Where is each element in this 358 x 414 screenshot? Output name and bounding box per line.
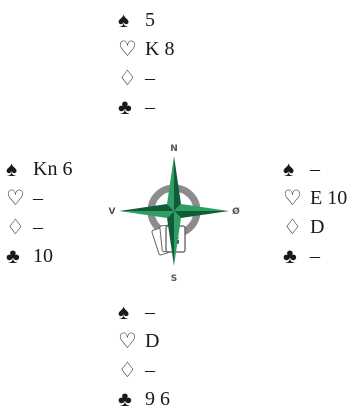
diamond-icon: ♢ <box>118 356 139 385</box>
south-clubs: 9 6 <box>139 385 170 414</box>
compass-south-label: S <box>171 274 177 284</box>
north-clubs-row: ♣ – <box>118 93 174 122</box>
north-hearts: K 8 <box>139 35 174 64</box>
card-stack-icon: G <box>151 224 185 255</box>
west-clubs: 10 <box>27 242 53 271</box>
hand-north: ♠ 5 ♡ K 8 ♢ – ♣ – <box>118 6 174 122</box>
south-diamonds: – <box>139 356 155 385</box>
north-clubs: – <box>139 93 155 122</box>
compass-rose: G N S V Ø <box>105 140 243 290</box>
east-diamonds: D <box>304 213 324 242</box>
south-hearts: D <box>139 327 159 356</box>
south-clubs-row: ♣ 9 6 <box>118 385 170 414</box>
hand-south: ♠ – ♡ D ♢ – ♣ 9 6 <box>118 298 170 414</box>
compass-north-label: N <box>170 144 178 154</box>
compass-west-label: V <box>109 207 116 217</box>
compass-east-label: Ø <box>232 206 240 217</box>
east-spades-row: ♠ – <box>283 155 347 184</box>
north-hearts-row: ♡ K 8 <box>118 35 174 64</box>
south-hearts-row: ♡ D <box>118 327 170 356</box>
west-hearts: – <box>27 184 43 213</box>
diamond-icon: ♢ <box>118 64 139 93</box>
club-icon: ♣ <box>6 242 27 271</box>
east-hearts: E 10 <box>304 184 347 213</box>
west-spades-row: ♠ Kn 6 <box>6 155 72 184</box>
north-diamonds-row: ♢ – <box>118 64 174 93</box>
spade-icon: ♠ <box>118 298 139 327</box>
heart-icon: ♡ <box>6 184 27 213</box>
east-hearts-row: ♡ E 10 <box>283 184 347 213</box>
east-clubs-row: ♣ – <box>283 242 347 271</box>
east-spades: – <box>304 155 320 184</box>
west-hearts-row: ♡ – <box>6 184 72 213</box>
south-diamonds-row: ♢ – <box>118 356 170 385</box>
west-spades: Kn 6 <box>27 155 72 184</box>
spade-icon: ♠ <box>118 6 139 35</box>
diamond-icon: ♢ <box>6 213 27 242</box>
spade-icon: ♠ <box>283 155 304 184</box>
heart-icon: ♡ <box>118 327 139 356</box>
diamond-icon: ♢ <box>283 213 304 242</box>
club-icon: ♣ <box>118 93 139 122</box>
east-clubs: – <box>304 242 320 271</box>
west-diamonds: – <box>27 213 43 242</box>
south-spades-row: ♠ – <box>118 298 170 327</box>
heart-icon: ♡ <box>283 184 304 213</box>
club-icon: ♣ <box>118 385 139 414</box>
north-diamonds: – <box>139 64 155 93</box>
north-spades-row: ♠ 5 <box>118 6 174 35</box>
compass-star-icon <box>119 156 229 266</box>
south-spades: – <box>139 298 155 327</box>
north-spades: 5 <box>139 6 155 35</box>
east-diamonds-row: ♢ D <box>283 213 347 242</box>
club-icon: ♣ <box>283 242 304 271</box>
spade-icon: ♠ <box>6 155 27 184</box>
hand-west: ♠ Kn 6 ♡ – ♢ – ♣ 10 <box>6 155 72 271</box>
west-diamonds-row: ♢ – <box>6 213 72 242</box>
heart-icon: ♡ <box>118 35 139 64</box>
hand-east: ♠ – ♡ E 10 ♢ D ♣ – <box>283 155 347 271</box>
west-clubs-row: ♣ 10 <box>6 242 72 271</box>
